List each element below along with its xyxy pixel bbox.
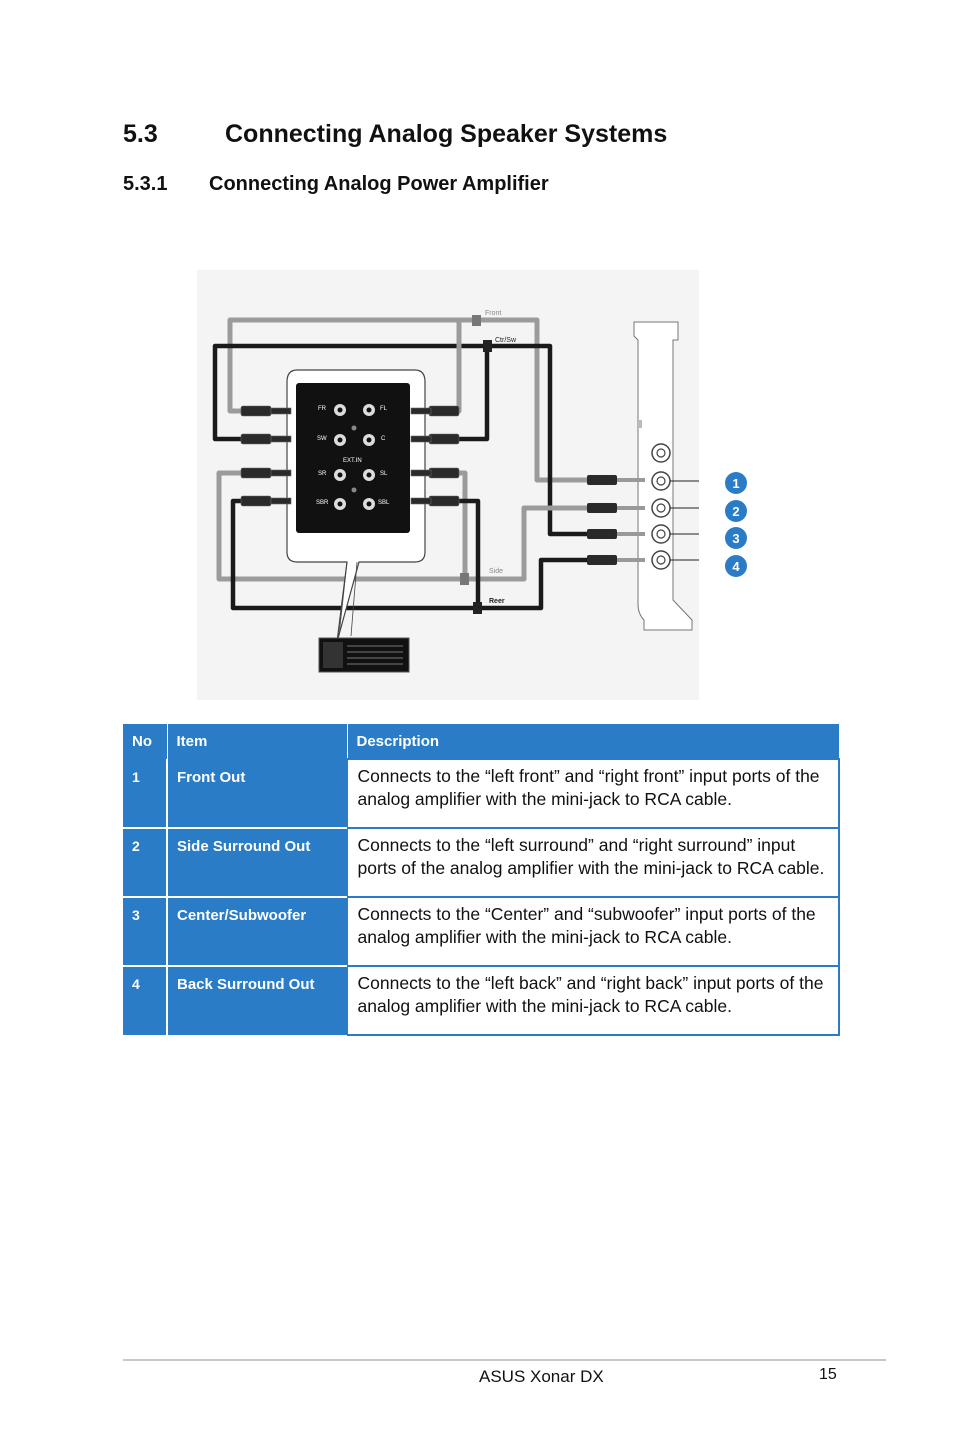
subsection-title: Connecting Analog Power Amplifier [209, 173, 549, 195]
amp-label-sr: SR [318, 471, 327, 477]
callout-2: 2 [732, 504, 739, 519]
table-header-row: No Item Description [123, 724, 839, 759]
amp-rca-jacks [334, 404, 375, 510]
amplifier-device-icon [318, 637, 410, 673]
table-row: 3 Center/Subwoofer Connects to the “Cent… [123, 896, 840, 967]
row-item: Back Surround Out [167, 965, 347, 1035]
callout-3: 3 [732, 531, 739, 546]
cable-label-rear: Reer [489, 598, 505, 605]
row-no: 4 [123, 965, 168, 1035]
amp-label-fr: FR [318, 406, 327, 412]
callout-4: 4 [732, 559, 740, 574]
ports-table: No Item Description 1 Front Out Connects… [123, 724, 840, 1036]
callout-1: 1 [732, 476, 739, 491]
row-item: Side Surround Out [167, 827, 347, 897]
table-row: 1 Front Out Connects to the “left front”… [123, 758, 840, 829]
table-row: 2 Side Surround Out Connects to the “lef… [123, 827, 840, 898]
header-description: Description [347, 724, 839, 759]
row-no: 2 [123, 827, 168, 897]
row-item: Front Out [167, 758, 347, 828]
header-item: Item [167, 724, 348, 759]
row-item: Center/Subwoofer [167, 896, 347, 966]
section-number: 5.3 [123, 120, 158, 148]
amp-label-sbl: SBL [378, 500, 390, 506]
row-description: Connects to the “Center” and “subwoofer”… [346, 896, 840, 967]
row-description: Connects to the “left front” and “right … [346, 758, 840, 829]
mini-jack-plugs [587, 475, 645, 565]
table-row: 4 Back Surround Out Connects to the “lef… [123, 965, 840, 1036]
header-no: No [123, 724, 168, 759]
rca-plugs [240, 405, 460, 507]
row-no: 3 [123, 896, 168, 966]
cable-label-ctr-sw: Ctr/Sw [495, 337, 517, 344]
footer-divider [123, 1359, 886, 1361]
footer-title: ASUS Xonar DX [479, 1367, 604, 1386]
amp-label-fl: FL [380, 406, 388, 412]
row-no: 1 [123, 758, 168, 828]
subsection-number: 5.3.1 [123, 173, 168, 195]
amp-label-sl: SL [380, 471, 388, 477]
row-description: Connects to the “left back” and “right b… [346, 965, 840, 1036]
wiring-diagram: Front Ctr/Sw Side Reer FR FL SW C EXT.IN… [197, 270, 699, 700]
card-jacks [651, 443, 671, 570]
row-description: Connects to the “left surround” and “rig… [346, 827, 840, 898]
amp-label-sw: SW [317, 436, 327, 442]
cable-label-side: Side [489, 568, 503, 575]
cable-label-front: Front [485, 310, 501, 317]
port-callouts: 1 2 3 4 [725, 472, 747, 577]
page-number: 15 [819, 1366, 837, 1383]
amp-label-ext-in: EXT.IN [343, 458, 362, 464]
amp-label-sbr: SBR [316, 500, 329, 506]
section-title: Connecting Analog Speaker Systems [225, 120, 668, 148]
amp-label-c: C [381, 436, 386, 442]
